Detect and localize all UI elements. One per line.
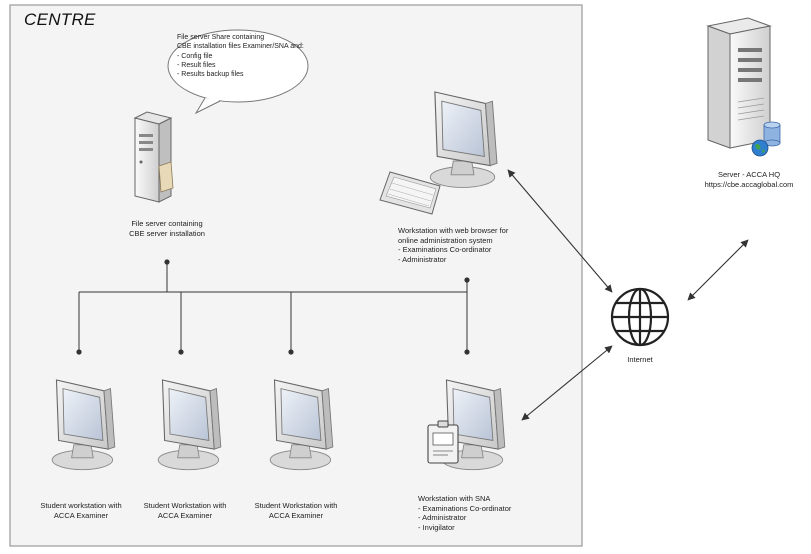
label-line: Student Workstation with: [254, 501, 338, 510]
bubble-line: CBE installation files Examiner/SNA and:: [177, 43, 304, 51]
label-line: CBE server installation: [129, 228, 205, 238]
file-server-icon: [133, 111, 174, 203]
label-line: ACCA Examiner: [157, 510, 213, 520]
sna-badge-icon: [427, 420, 459, 464]
database-icon: [763, 121, 781, 147]
sna-workstation-label: Workstation with SNA - Examinations Co-o…: [418, 494, 511, 532]
student-monitor-icon-3: [269, 379, 334, 471]
student-label-2: Student Workstation with ACCA Examiner: [134, 501, 236, 520]
hq-server-icon: [706, 17, 772, 149]
label-line: - Administrator: [418, 513, 467, 522]
label-line: Server - ACCA HQ: [717, 170, 781, 179]
label-line: online administration system: [398, 235, 493, 245]
bubble-text: File server Share containing CBE install…: [177, 33, 304, 79]
monitor-icon: [429, 91, 498, 189]
globe-icon: [610, 287, 670, 347]
label-line: Student Workstation with: [143, 501, 227, 510]
centre-title: CENTRE: [24, 10, 96, 29]
web-workstation-label: Workstation with web browser for online …: [398, 226, 508, 264]
hq-globe-badge-icon: [751, 139, 769, 157]
file-share-bubble: [167, 29, 309, 115]
bubble-line: - Config file: [177, 52, 213, 60]
bubble-line: File server Share containing: [177, 34, 265, 41]
file-server-label: File server containing CBE server instal…: [112, 219, 222, 238]
student-label-1: Student workstation with ACCA Examiner: [30, 501, 132, 520]
bubble-line: - Results backup files: [177, 71, 244, 79]
label-line: ACCA Examiner: [268, 510, 324, 520]
connection-arrows: [507, 169, 749, 421]
lan-lines: [78, 262, 468, 352]
internet-label: Internet: [627, 355, 653, 364]
label-line: File server containing: [131, 219, 203, 228]
label-line: - Administrator: [398, 254, 447, 264]
keyboard-icon: [379, 171, 441, 215]
student-label-3: Student Workstation with ACCA Examiner: [244, 501, 348, 520]
hq-server-label: Server - ACCA HQ https://cbe.accaglobal.…: [690, 170, 808, 189]
label-line: Workstation with web browser for: [398, 226, 509, 235]
label-line: - Invigilator: [418, 522, 455, 532]
bubble-line: - Result files: [177, 61, 216, 69]
label-line: ACCA Examiner: [53, 510, 109, 520]
label-line: Workstation with SNA: [418, 494, 491, 503]
label-line: https://cbe.accaglobal.com: [704, 179, 794, 189]
label-line: Student workstation with: [40, 501, 122, 510]
student-monitor-icon-2: [157, 379, 222, 471]
student-monitor-icon-1: [51, 379, 116, 471]
lan-nodes: [76, 259, 470, 355]
label-line: - Examinations Co-ordinator: [398, 245, 492, 254]
label-line: - Examinations Co-ordinator: [418, 503, 512, 513]
